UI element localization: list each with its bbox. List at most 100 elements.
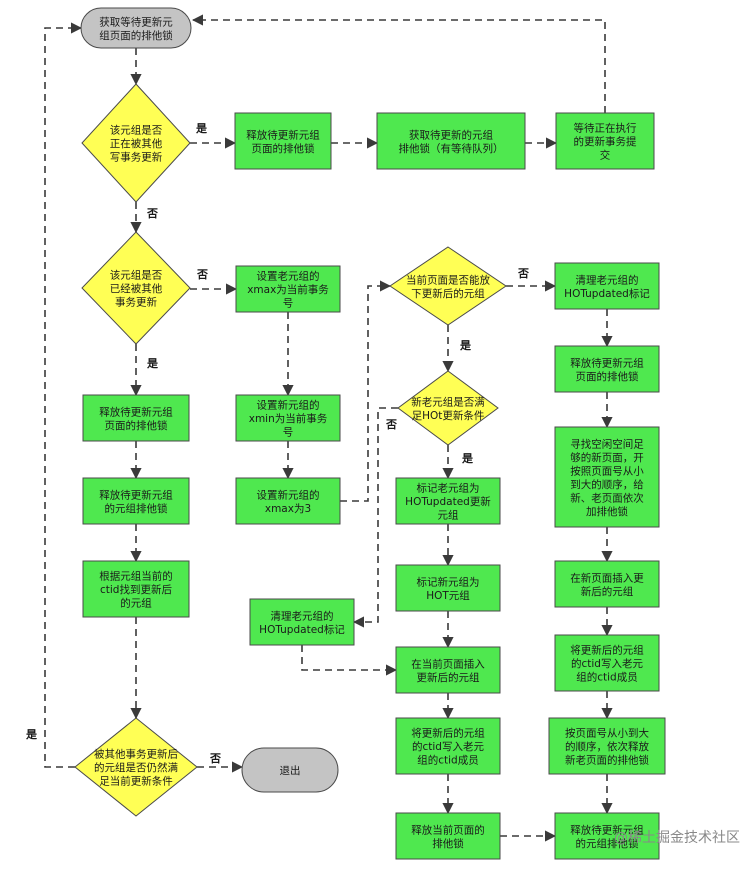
node-label-line: 更新后的元组	[417, 671, 480, 684]
node-label-line: 的元组	[120, 597, 152, 610]
node-label-line: 的更新事务提	[574, 135, 637, 148]
node-label-line: 号	[283, 427, 294, 439]
flowchart-nodes: 获取等待更新元组页面的排他锁该元组是否正在被其他写事务更新该元组是否已经被其他事…	[74, 7, 666, 860]
node-label-line: 标记老元组为	[417, 482, 480, 495]
node-label-line: 获取待更新的元组	[409, 128, 493, 141]
node-label-line: 该元组是否	[110, 269, 163, 282]
node-shape	[395, 564, 501, 612]
node-label-line: 的ctid写入老元	[412, 740, 484, 753]
node-label-line: 退出	[280, 764, 301, 777]
node-clear-hot-left: 清理老元组的 HOTupdated标记	[249, 598, 355, 646]
node-shape	[554, 812, 660, 860]
node-shape	[554, 262, 660, 310]
node-shape	[249, 598, 355, 646]
node-label-line: 清理老元组的	[271, 609, 334, 622]
flow-arrow	[301, 645, 398, 676]
node-label-line: 在新页面插入更	[570, 571, 644, 584]
edge-label-no: 否	[209, 752, 221, 765]
node-shape	[397, 370, 499, 446]
node-label-line: 足HOt更新条件	[412, 409, 485, 422]
node-shape	[241, 747, 339, 793]
node-label-line: 新老元组是否满	[411, 395, 485, 408]
node-label-line: 设置老元组的	[257, 270, 320, 283]
node-shape	[554, 634, 660, 692]
node-label-line: 释放待更新元组	[246, 128, 320, 141]
node-label-line: 够的新页面，开	[570, 451, 644, 464]
node-label-line: 该元组是否	[110, 124, 163, 137]
node-label-line: 释放待更新元组	[99, 405, 173, 418]
node-shape	[548, 717, 666, 775]
edge-label-no: 否	[517, 267, 529, 280]
node-label-line: 新、老页面依次	[570, 491, 644, 504]
edge-label-yes: 是	[459, 339, 472, 352]
node-label-line: 按页面号从小到大	[565, 727, 649, 740]
node-shape	[82, 477, 190, 525]
node-shape	[554, 345, 660, 393]
node-label-line: HOTupdated标记	[259, 624, 345, 636]
node-label-line: 等待正在执行	[574, 122, 637, 135]
node-label-line: 的顺序，依次释放	[565, 740, 649, 753]
node-label-line: 组的ctid成员	[417, 754, 478, 767]
node-label-line: 的元组是否仍然满	[94, 761, 178, 774]
node-label-line: 交	[600, 149, 611, 162]
node-exit: 退出	[241, 747, 339, 793]
node-label-line: 在当前页面插入	[411, 657, 485, 670]
node-label-line: 按照页面号从小	[570, 464, 644, 477]
node-label-line: 释放待更新元组	[570, 356, 644, 369]
node-label-line: 正在被其他	[110, 137, 163, 150]
node-label-line: xmin为当前事务	[249, 412, 328, 425]
node-shape	[82, 394, 190, 442]
node-label-line: 的元组排他锁	[576, 837, 639, 850]
node-shape	[376, 112, 526, 170]
node-label-line: 事务更新	[115, 296, 157, 309]
node-shape	[554, 560, 660, 608]
node-label-line: 清理老元组的	[576, 273, 639, 286]
flow-arrow	[340, 280, 392, 502]
edge-label-yes: 是	[25, 728, 38, 741]
node-label-line: xmax为当前事务	[247, 283, 329, 296]
node-label-line: 根据元组当前的	[99, 570, 173, 583]
node-label-line: 元组	[438, 509, 459, 522]
node-label-line: 下更新后的元组	[411, 287, 485, 300]
flow-arrow	[44, 22, 83, 768]
node-shape	[395, 477, 501, 525]
node-label-line: 当前页面是否能放	[406, 273, 490, 286]
node-shape	[395, 812, 501, 860]
node-label-line: HOTupdated标记	[564, 288, 650, 300]
node-clear-hot-right: 清理老元组的 HOTupdated标记	[554, 262, 660, 310]
node-label-line: 页面的排他锁	[105, 419, 168, 432]
node-label-line: 号	[283, 298, 294, 310]
node-label-line: 将更新后的元组	[570, 644, 644, 657]
node-shape	[80, 7, 192, 49]
node-label-line: 设置新元组的	[257, 399, 320, 412]
node-label-line: 标记新元组为	[417, 575, 480, 588]
node-shape	[81, 83, 191, 203]
node-label-line: 释放待更新元组	[570, 823, 644, 836]
node-label-line: 页面的排他锁	[576, 370, 639, 383]
node-label-line: 排他锁	[432, 837, 464, 850]
node-shape	[234, 112, 332, 170]
node-label-line: 被其他事务更新后	[94, 748, 178, 761]
node-label-line: 的元组排他锁	[105, 502, 168, 515]
node-label-line: 将更新后的元组	[411, 727, 485, 740]
node-label-line: 页面的排他锁	[252, 142, 315, 155]
node-label-line: 加排他锁	[586, 505, 628, 518]
